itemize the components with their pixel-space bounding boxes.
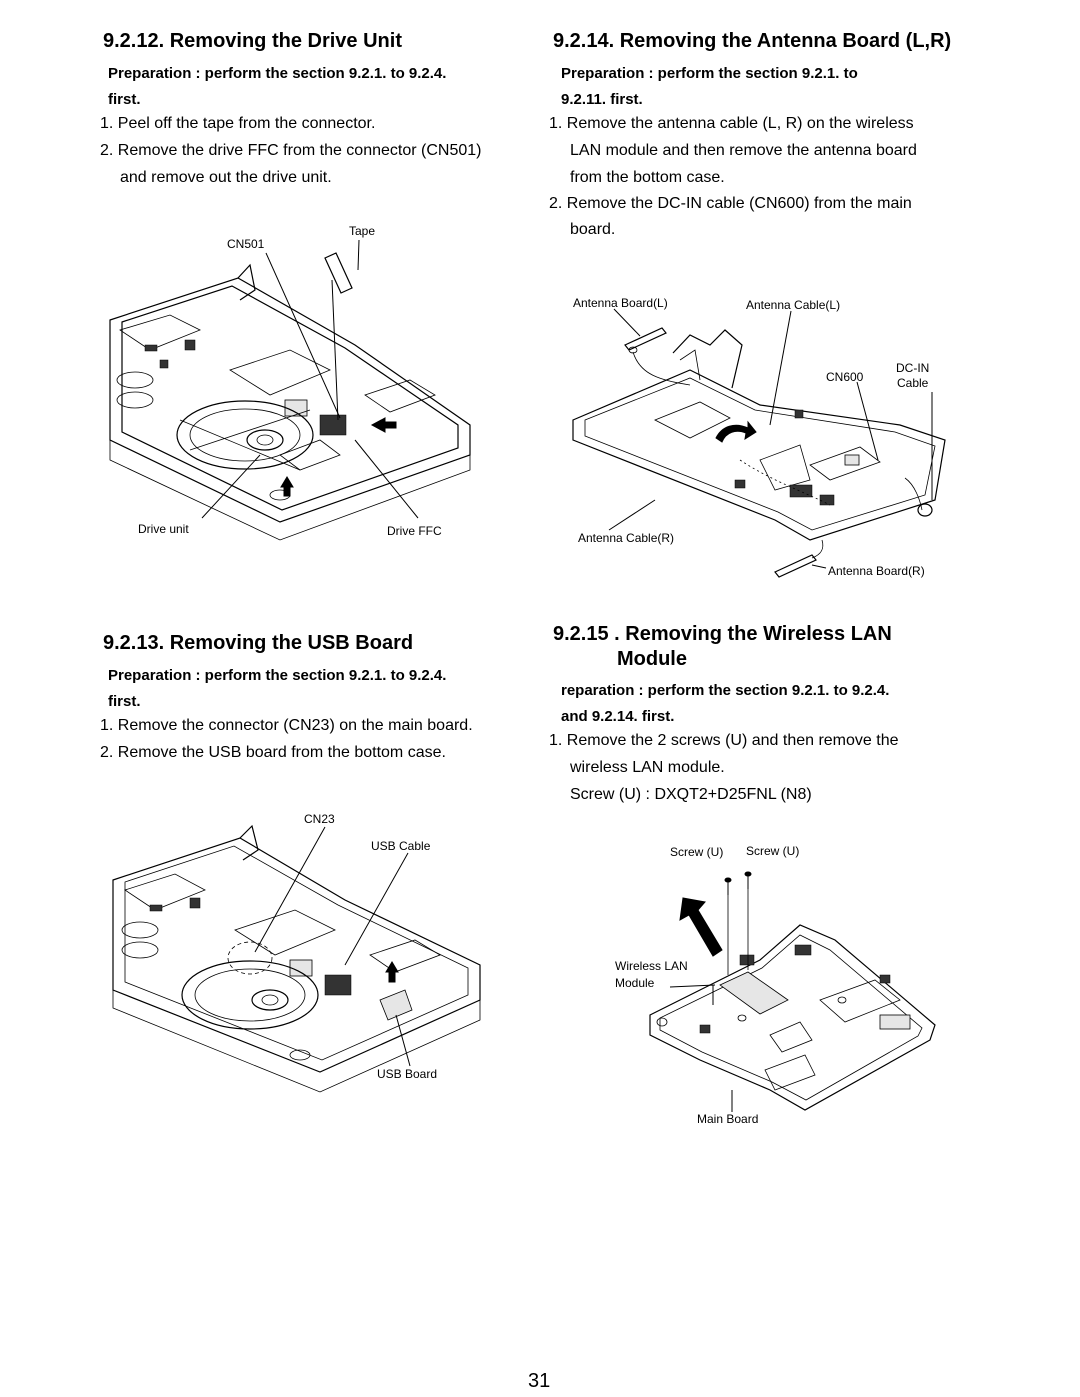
section-title-drive-unit: 9.2.12. Removing the Drive Unit <box>103 30 402 52</box>
antenna-step-1-cont-b: from the bottom case. <box>570 169 725 186</box>
usb-step-2: 2. Remove the USB board from the bottom … <box>100 744 446 761</box>
drive-preparation-line1: Preparation : perform the section 9.2.1.… <box>108 65 447 82</box>
wlan-step-1: 1. Remove the 2 screws (U) and then remo… <box>549 732 899 749</box>
usb-preparation-line2: first. <box>108 693 141 710</box>
antenna-preparation-line1: Preparation : perform the section 9.2.1.… <box>561 65 858 82</box>
wlan-preparation-line1: reparation : perform the section 9.2.1. … <box>561 682 890 699</box>
antenna-step-1-cont-a: LAN module and then remove the antenna b… <box>570 142 917 159</box>
antenna-step-2: 2. Remove the DC-IN cable (CN600) from t… <box>549 195 912 212</box>
label-usb-cable: USB Cable <box>371 839 431 853</box>
label-wireless-lan-module: Module <box>615 976 655 990</box>
wlan-screw-spec: Screw (U) : DXQT2+D25FNL (N8) <box>570 786 812 803</box>
label-cn23: CN23 <box>304 812 335 826</box>
label-dcin-1: DC-IN <box>896 361 930 375</box>
label-tape: Tape <box>349 224 376 238</box>
wlan-step-1-cont: wireless LAN module. <box>570 759 725 776</box>
label-wireless-lan: Wireless LAN <box>615 959 688 973</box>
section-title-usb-board: 9.2.13. Removing the USB Board <box>103 632 414 654</box>
label-cn600: CN600 <box>826 370 864 384</box>
label-drive-ffc: Drive FFC <box>387 524 442 538</box>
label-dcin-2: Cable <box>897 376 929 390</box>
antenna-step-2-cont: board. <box>570 221 616 238</box>
label-screw-u-1: Screw (U) <box>670 845 724 859</box>
usb-step-1: 1. Remove the connector (CN23) on the ma… <box>100 717 473 734</box>
usb-preparation-line1: Preparation : perform the section 9.2.1.… <box>108 667 447 684</box>
page-number: 31 <box>528 1370 551 1392</box>
drive-step-2-cont: and remove out the drive unit. <box>120 169 332 186</box>
label-antenna-cable-r: Antenna Cable(R) <box>578 531 675 545</box>
antenna-preparation-line2: 9.2.11. first. <box>561 91 643 108</box>
section-title-wireless-lan-cont: Module <box>617 648 687 670</box>
label-drive-unit: Drive unit <box>138 522 189 536</box>
label-antenna-cable-l: Antenna Cable(L) <box>746 298 841 312</box>
drive-step-1: 1. Peel off the tape from the connector. <box>100 115 376 132</box>
label-screw-u-2: Screw (U) <box>746 844 800 858</box>
label-antenna-board-r: Antenna Board(R) <box>828 564 925 578</box>
label-usb-board: USB Board <box>377 1067 438 1081</box>
drive-step-2: 2. Remove the drive FFC from the connect… <box>100 142 482 159</box>
antenna-step-1: 1. Remove the antenna cable (L, R) on th… <box>549 115 914 132</box>
drive-preparation-line2: first. <box>108 91 141 108</box>
label-main-board: Main Board <box>697 1112 759 1126</box>
label-cn501: CN501 <box>227 237 265 251</box>
section-title-antenna-board: 9.2.14. Removing the Antenna Board (L,R) <box>553 30 952 52</box>
section-title-wireless-lan: 9.2.15 . Removing the Wireless LAN <box>553 623 892 645</box>
wlan-preparation-line2: and 9.2.14. first. <box>561 708 675 725</box>
label-antenna-board-l: Antenna Board(L) <box>573 296 668 310</box>
